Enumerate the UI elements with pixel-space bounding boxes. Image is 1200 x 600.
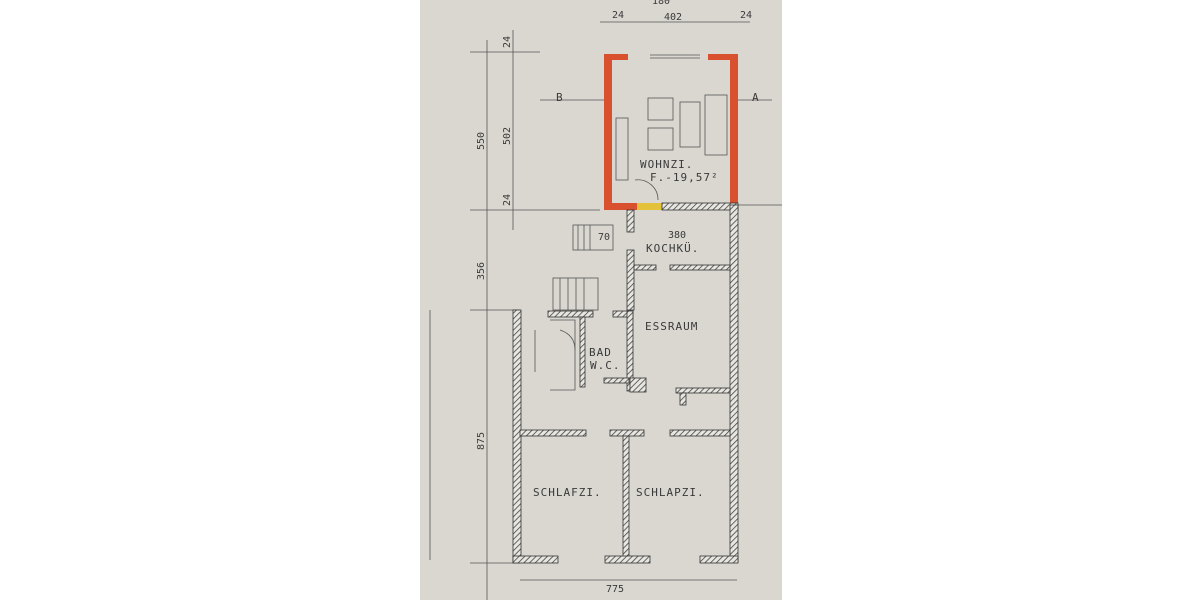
highlighted-door <box>637 203 662 210</box>
dim-lower-height: 875 <box>476 432 487 450</box>
room-label-bath: BAD <box>589 346 612 359</box>
room-area-living: F.-19,57² <box>650 171 719 184</box>
room-label-wc: W.C. <box>590 359 621 372</box>
dim-left-wall-bottom: 24 <box>502 194 513 206</box>
room-label-kitchen: KOCHKÜ. <box>646 242 699 255</box>
dim-entry-width: 70 <box>598 232 610 243</box>
dim-left-total: 550 <box>476 132 487 150</box>
section-mark-a: A <box>752 91 760 104</box>
section-mark-b: B <box>556 91 564 104</box>
dim-top-wall-right: 24 <box>740 10 752 21</box>
dim-left-wall-top: 24 <box>502 36 513 48</box>
dim-bottom-width: 775 <box>606 584 624 595</box>
dim-kitchen-width: 380 <box>668 230 686 241</box>
dim-kitchen-height: 356 <box>476 262 487 280</box>
dim-top-wall-left: 24 <box>612 10 624 21</box>
hatched-walls <box>512 202 739 564</box>
room-label-bedroom-1: SCHLAFZI. <box>533 486 602 499</box>
room-label-bedroom-2: SCHLAPZI. <box>636 486 705 499</box>
paper-background <box>420 0 782 600</box>
room-label-living: WOHNZI. <box>640 158 693 171</box>
staircase <box>534 224 614 391</box>
dim-left-inner: 502 <box>502 127 513 145</box>
dimension-lines <box>429 21 782 600</box>
dim-top-inner: 402 <box>664 12 682 23</box>
living-room-furniture <box>615 54 728 201</box>
room-label-dining: ESSRAUM <box>645 320 698 333</box>
dim-top-total: 180 <box>652 0 670 7</box>
highlighted-walls <box>604 54 738 210</box>
